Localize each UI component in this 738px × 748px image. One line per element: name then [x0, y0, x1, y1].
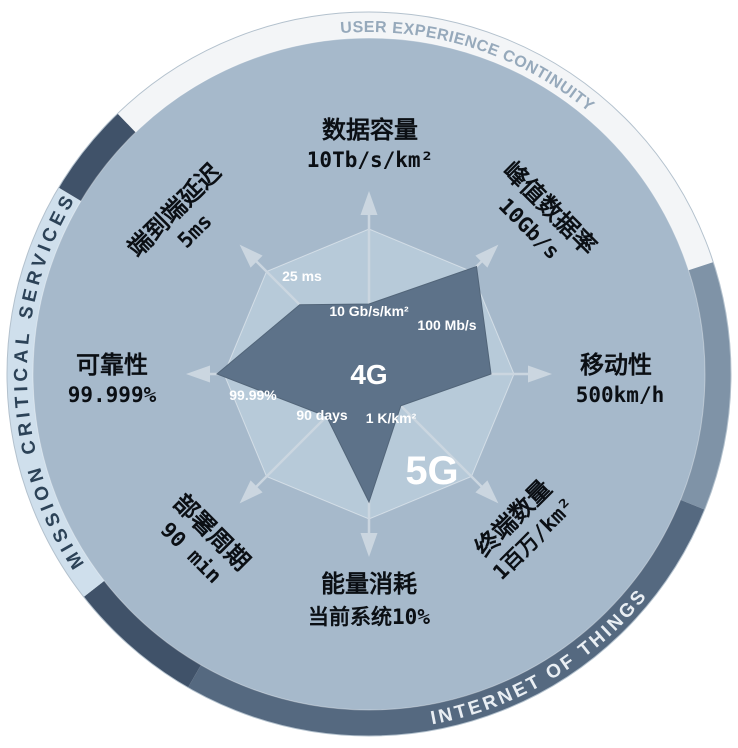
axis-value-reliability-5g: 99.999%	[68, 383, 157, 407]
center-5g-label: 5G	[405, 449, 458, 493]
axis-arrowhead-se	[475, 480, 499, 504]
axis-arrowhead-bottom	[360, 533, 378, 557]
inner-value-data-volume-4g: 10 Gb/s/km²	[329, 303, 409, 319]
ring-segment-right-medium	[680, 262, 731, 510]
inner-value-peak-data-rate-4g: 100 Mb/s	[417, 317, 476, 333]
ring-segment-bottom-left-navy	[83, 580, 202, 688]
axis-arrowhead-nw	[239, 244, 263, 268]
axis-label-energy: 能量消耗	[321, 570, 417, 598]
inner-value-latency-4g: 25 ms	[282, 268, 322, 284]
axis-arrowhead-top	[360, 191, 378, 215]
ring-inner-edge	[32, 37, 706, 711]
axis-label-reliability: 可靠性	[76, 352, 148, 379]
inner-value-deployment-4g: 90 days	[296, 407, 348, 423]
ring-segment-user-experience	[117, 12, 714, 271]
ring-segment-mission-critical	[7, 187, 105, 597]
axis-arrowhead-sw	[239, 480, 263, 504]
axis-value-mobility-5g: 500km/h	[576, 383, 665, 407]
axis-label-mobility: 移动性	[580, 352, 652, 379]
ring-segment-internet-of-things	[188, 499, 705, 736]
center-4g-label: 4G	[350, 359, 387, 390]
axis-value-data-volume-5g: 10Tb/s/km²	[307, 148, 433, 172]
axis-arrowhead-left	[186, 365, 210, 383]
ring-outer-edge	[6, 11, 732, 737]
ring-segment-top-left-navy	[58, 113, 136, 202]
inner-value-reliability-4g: 99.99%	[229, 387, 277, 403]
axis-value-energy-5g: 当前系统10%	[308, 605, 430, 629]
inner-value-device-density-4g: 1 K/km²	[366, 410, 417, 426]
radar-4g-polygon	[216, 265, 492, 504]
axis-label-data-volume: 数据容量	[322, 116, 418, 144]
radar-axis-arrowheads	[186, 191, 552, 557]
axis-arrowhead-right	[528, 365, 552, 383]
axis-arrowhead-ne	[475, 244, 499, 268]
outer-ring	[6, 11, 732, 737]
